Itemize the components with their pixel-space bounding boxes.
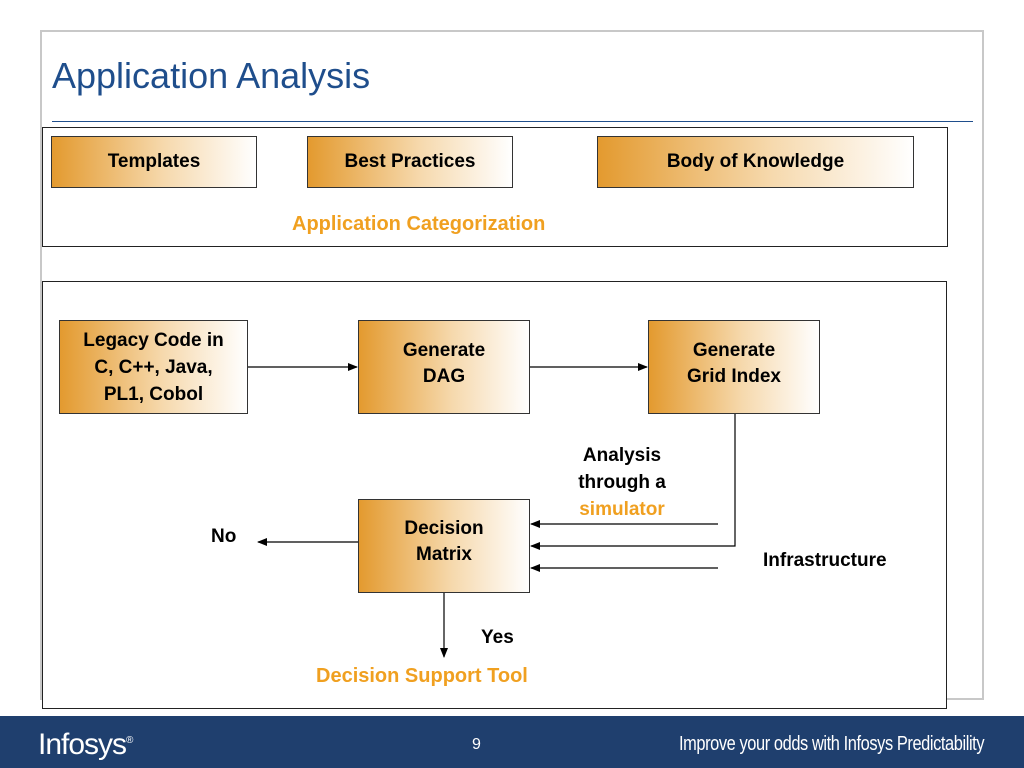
infosys-logo: Infosys®: [38, 728, 133, 762]
legacy-code-box: Legacy Code in C, C++, Java, PL1, Cobol: [59, 320, 248, 414]
legacy-code-line: C, C++, Java,: [94, 356, 213, 378]
registered-mark: ®: [126, 735, 134, 746]
title-divider: [52, 121, 973, 122]
simulator-label: simulator: [579, 499, 665, 520]
infrastructure-label: Infrastructure: [763, 550, 887, 571]
legacy-code-line: Legacy Code in: [83, 329, 224, 351]
body-of-knowledge-box: Body of Knowledge: [597, 136, 914, 188]
arrow-grid-to-matrix: [530, 414, 736, 550]
legacy-code-line: PL1, Cobol: [103, 383, 204, 405]
generate-grid-line: Generate: [692, 340, 776, 361]
generate-dag-line: Generate: [402, 340, 486, 361]
decision-matrix-line: Matrix: [416, 544, 472, 565]
decision-support-tool-caption: Decision Support Tool: [316, 665, 528, 687]
yes-label: Yes: [481, 627, 514, 648]
best-practices-box: Best Practices: [307, 136, 513, 188]
footer-bar: Infosys® 9 Improve your odds with Infosy…: [0, 716, 1024, 768]
analysis-line: through a: [578, 472, 666, 493]
application-categorization-caption: Application Categorization: [292, 213, 546, 235]
generate-grid-index-box: Generate Grid Index: [648, 320, 820, 414]
slide-title: Application Analysis: [52, 55, 371, 96]
decision-matrix-box: Decision Matrix: [358, 499, 530, 593]
generate-dag-box: Generate DAG: [358, 320, 530, 414]
templates-box: Templates: [51, 136, 257, 188]
no-label: No: [211, 526, 237, 547]
logo-text: Infosys: [38, 728, 127, 761]
footer-tagline: Improve your odds with Infosys Predictab…: [678, 733, 985, 755]
analysis-line: Analysis: [582, 445, 662, 466]
decision-matrix-line: Decision: [404, 518, 484, 539]
analysis-label: Analysis through a simulator: [562, 442, 682, 523]
page-number: 9: [472, 736, 481, 753]
generate-dag-line: DAG: [422, 366, 466, 387]
generate-grid-line: Grid Index: [687, 366, 781, 387]
